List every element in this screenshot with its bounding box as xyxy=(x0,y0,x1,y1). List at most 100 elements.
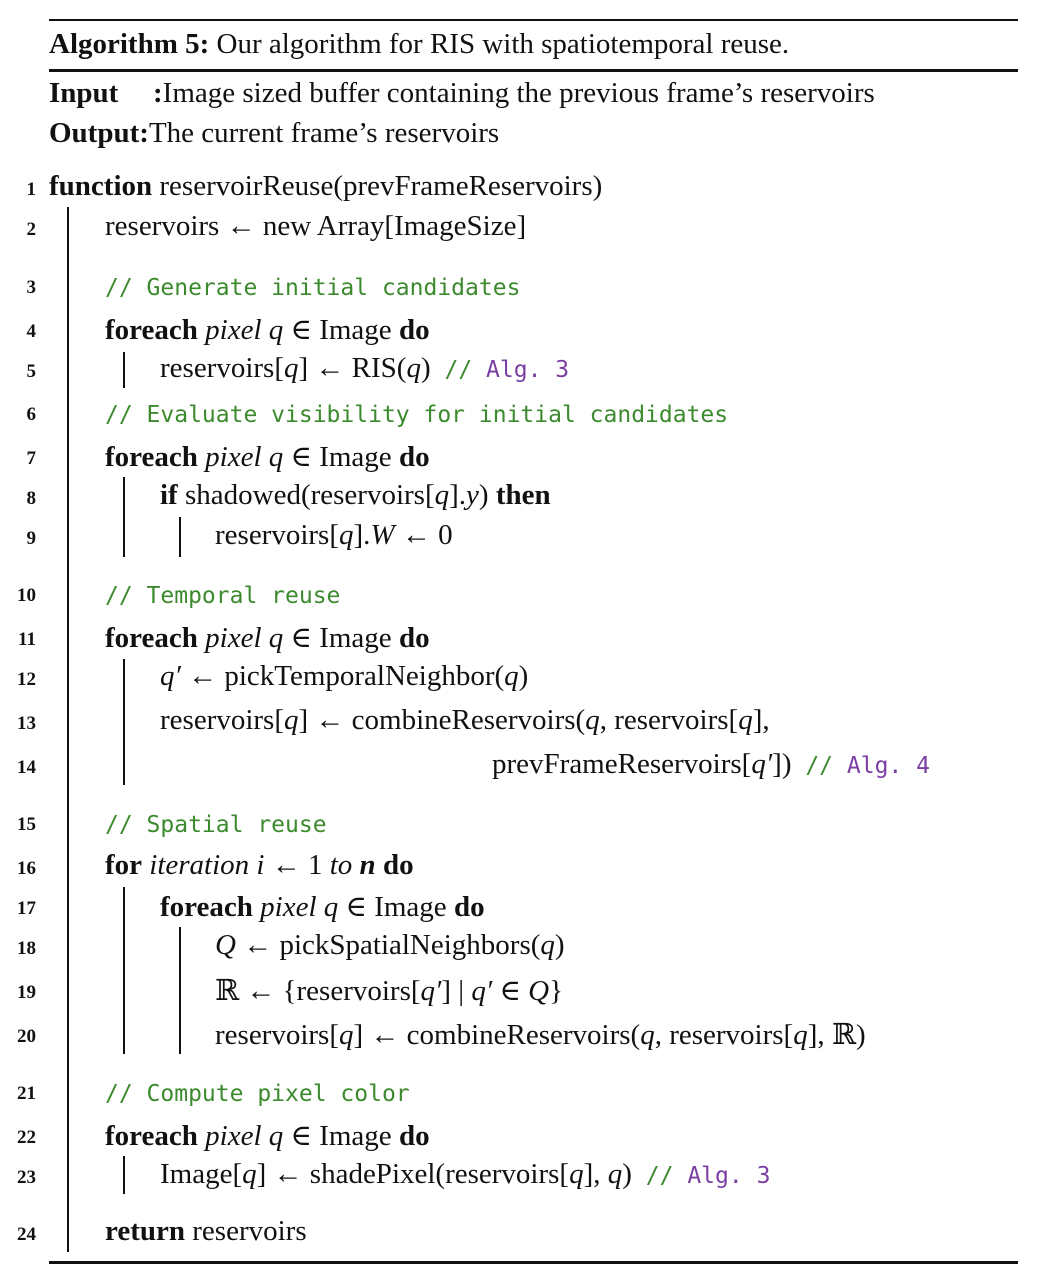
line-number: 2 xyxy=(26,219,37,240)
code-text: reservoirs[ xyxy=(160,352,285,384)
code-line-6: // Evaluate visibility for initial candi… xyxy=(105,397,728,430)
keyword-foreach: foreach xyxy=(160,891,253,923)
code-text: ] ← combineReservoirs( xyxy=(353,1019,641,1051)
keyword-foreach: foreach xyxy=(105,1120,198,1152)
code-text: ← 0 xyxy=(394,519,453,551)
comment-slashes: // xyxy=(430,357,487,383)
statement: reservoirs ← new Array[ImageSize] xyxy=(105,210,527,242)
var-q: q xyxy=(793,1019,808,1051)
algorithm-caption: Algorithm 5: Our algorithm for RIS with … xyxy=(49,28,789,61)
code-line-22: foreach pixel q ∈ Image do xyxy=(105,1118,430,1153)
var-q: q xyxy=(339,1019,354,1051)
code-line-17: foreach pixel q ∈ Image do xyxy=(160,889,485,924)
code-text: ← {reservoirs[ xyxy=(239,975,421,1007)
keyword-foreach: foreach xyxy=(105,441,198,473)
comment-slashes: // xyxy=(791,753,847,779)
comment: // Generate initial candidates xyxy=(105,275,521,301)
var-Q: Q xyxy=(528,975,550,1007)
code-text: ) xyxy=(622,1158,632,1190)
output-label: Output xyxy=(49,117,140,149)
var-n: n xyxy=(352,849,376,881)
code-text: prevFrameReservoirs[ xyxy=(492,748,752,780)
line-number: 4 xyxy=(26,321,37,342)
line-number: 3 xyxy=(26,277,37,298)
var-q: q xyxy=(738,704,753,736)
code-line-11: foreach pixel q ∈ Image do xyxy=(105,620,430,655)
var-R: ℝ xyxy=(215,975,240,1007)
code-text: , reservoirs[ xyxy=(654,1019,794,1051)
keyword-do: do xyxy=(398,314,430,346)
var-q: q xyxy=(323,891,339,923)
var-q: q xyxy=(434,479,450,511)
code-text: ← pickSpatialNeighbors( xyxy=(235,929,541,961)
var-q: q xyxy=(640,1019,655,1051)
code-text: ) xyxy=(554,929,565,961)
output-line: Output:The current frame’s reservoirs xyxy=(49,117,499,150)
code-text: ) xyxy=(518,660,529,692)
code-text: ] ← RIS( xyxy=(298,352,407,384)
var-q: q xyxy=(569,1158,584,1190)
var-W: W xyxy=(370,519,395,551)
code-line-9: reservoirs[q].W ← 0 xyxy=(215,519,453,552)
code-text: ∈ xyxy=(492,975,529,1007)
pixel-label: pixel xyxy=(205,441,262,473)
code-line-24: return reservoirs xyxy=(105,1215,307,1248)
in-image: ∈ Image xyxy=(283,441,399,473)
var-q: q xyxy=(268,441,284,473)
in-image: ∈ Image xyxy=(283,1120,399,1152)
code-line-20: reservoirs[q] ← combineReservoirs(q, res… xyxy=(215,1017,866,1052)
var-q-prime: q′ xyxy=(751,748,773,780)
input-line: Input:Image sized buffer containing the … xyxy=(49,77,875,110)
indent-bar-for xyxy=(123,887,125,1054)
code-text: ) xyxy=(478,479,496,511)
input-separator: : xyxy=(153,77,163,109)
line-number: 8 xyxy=(26,488,37,509)
var-q: q xyxy=(607,1158,623,1190)
var-Q: Q xyxy=(215,929,236,961)
line-number: 9 xyxy=(26,528,37,549)
line-number: 16 xyxy=(17,858,36,879)
pixel-label: pixel xyxy=(205,314,262,346)
indent-bar-loop xyxy=(123,659,125,785)
code-line-21: // Compute pixel color xyxy=(105,1076,410,1109)
code-text: ← 1 xyxy=(264,849,330,881)
line-number: 5 xyxy=(26,361,37,382)
code-text: ] ← combineReservoirs( xyxy=(298,704,586,736)
line-number: 24 xyxy=(17,1224,36,1245)
bottom-rule xyxy=(49,1261,1018,1264)
line-number: 12 xyxy=(17,669,36,690)
code-text: reservoirs[ xyxy=(215,1019,340,1051)
code-text: ], ℝ) xyxy=(807,1019,866,1051)
code-line-15: // Spatial reuse xyxy=(105,807,327,840)
line-number: 17 xyxy=(17,898,36,919)
output-separator: : xyxy=(139,117,149,149)
line-number: 23 xyxy=(17,1167,36,1188)
code-text: ← pickTemporalNeighbor( xyxy=(180,660,505,692)
code-line-8: if shadowed(reservoirs[q].y) then xyxy=(160,479,551,512)
line-number: 11 xyxy=(18,629,36,650)
code-text: } xyxy=(549,975,564,1007)
code-line-3: // Generate initial candidates xyxy=(105,270,520,303)
line-number: 1 xyxy=(26,179,37,200)
code-line-13: reservoirs[q] ← combineReservoirs(q, res… xyxy=(160,704,770,737)
var-q: q xyxy=(406,352,421,384)
in-image: ∈ Image xyxy=(283,314,399,346)
code-line-2: reservoirs ← new Array[ImageSize] xyxy=(105,210,526,243)
code-text: ]) xyxy=(772,748,792,780)
keyword-do: do xyxy=(382,849,414,881)
in-image: ∈ Image xyxy=(338,891,454,923)
var-q: q xyxy=(504,660,519,692)
keyword-foreach: foreach xyxy=(105,314,198,346)
var-q: q xyxy=(339,519,354,551)
indent-bar-loop xyxy=(123,477,125,557)
indent-bar-inner-loop xyxy=(179,927,181,1054)
var-y: y xyxy=(466,479,479,511)
code-line-5: reservoirs[q] ← RIS(q) // Alg. 3 xyxy=(160,352,569,385)
keyword-foreach: foreach xyxy=(105,622,198,654)
code-line-12: q′ ← pickTemporalNeighbor(q) xyxy=(160,660,528,693)
comment: // Spatial reuse xyxy=(105,812,327,838)
code-line-18: Q ← pickSpatialNeighbors(q) xyxy=(215,929,565,962)
comment: // Compute pixel color xyxy=(105,1081,410,1107)
code-line-7: foreach pixel q ∈ Image do xyxy=(105,439,430,474)
indent-bar-loop xyxy=(123,352,125,388)
